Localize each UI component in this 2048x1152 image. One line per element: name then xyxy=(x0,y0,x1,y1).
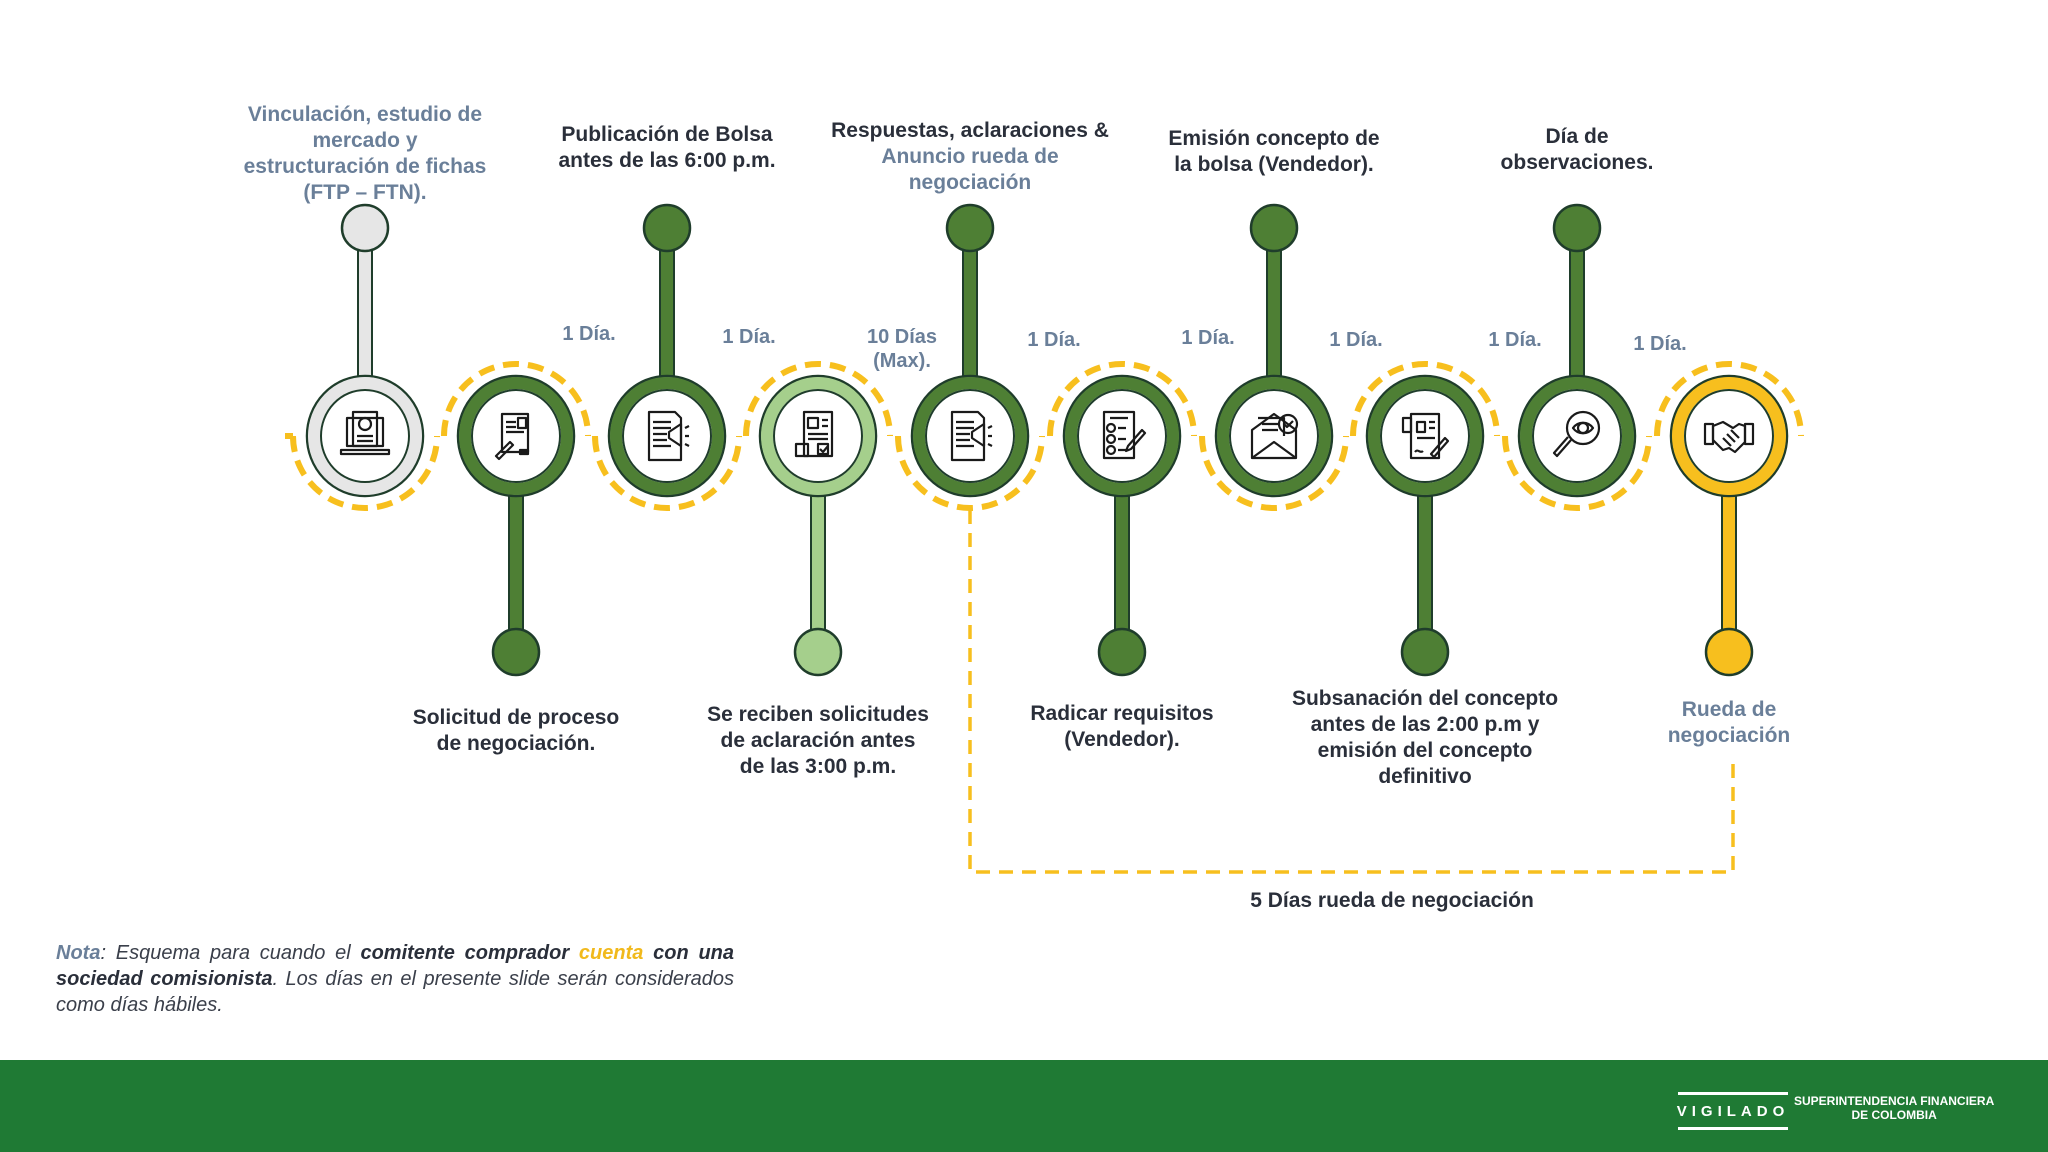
step-knob xyxy=(793,627,843,677)
handshake-icon xyxy=(1703,420,1755,454)
step-knob xyxy=(1097,627,1147,677)
step-label-3: Publicación de Bolsa antes de las 6:00 p.… xyxy=(558,122,775,174)
step-node-6 xyxy=(1062,374,1182,677)
contract-signing-icon xyxy=(1401,412,1450,460)
step-knob xyxy=(945,203,995,253)
bracket-label: 5 Días rueda de negociación xyxy=(1250,889,1534,912)
step-label-line: la bolsa (Vendedor). xyxy=(1174,153,1374,176)
step-label-line: de negociación. xyxy=(436,732,596,755)
step-label-line: de aclaración antes xyxy=(720,729,916,752)
regulator-line-1: SUPERINTENDENCIA FINANCIERA xyxy=(1794,1094,1995,1108)
step-label-7: Emisión concepto de la bolsa (Vendedor). xyxy=(1168,126,1379,178)
duration-label: 1 Día. xyxy=(1181,327,1235,349)
magnifier-eye-icon xyxy=(1552,410,1601,458)
step-node-4 xyxy=(758,374,878,677)
vigilado-badge: VIGILADO xyxy=(1677,1092,1788,1130)
note-bold-2: con una sociedad comisionista xyxy=(56,942,735,990)
step-knob xyxy=(491,627,541,677)
step-label-line: emisión del concepto xyxy=(1317,739,1533,762)
regulator-name: SUPERINTENDENCIA FINANCIERA DE COLOMBIA xyxy=(1794,1094,1994,1122)
step-label-line: negociación xyxy=(1667,724,1791,747)
note-bold: comitente comprador xyxy=(360,942,570,964)
step-label-line: de las 3:00 p.m. xyxy=(739,755,897,778)
step-label-line: mercado y xyxy=(312,129,418,152)
step-label-2: Solicitud de proceso de negociación. xyxy=(413,705,620,757)
step-node-5 xyxy=(910,203,1030,498)
step-label-10: Rueda de negociación xyxy=(1668,697,1791,749)
step-knob xyxy=(1704,627,1754,677)
regulator-line-2: DE COLOMBIA xyxy=(1851,1108,1937,1122)
envelope-check-icon xyxy=(1250,412,1299,460)
step-label-line: antes de las 6:00 p.m. xyxy=(558,149,776,172)
step-knob xyxy=(642,203,692,253)
negotiation-bracket xyxy=(968,510,1735,874)
duration-label: 10 Días(Max). xyxy=(866,326,938,372)
footnote: Nota: Esquema para cuando el comitente c… xyxy=(56,940,734,1018)
connector-arc xyxy=(743,361,893,437)
step-label-line: Se reciben solicitudes xyxy=(707,703,929,726)
duration-label: 1 Día. xyxy=(562,323,616,345)
step-node-9 xyxy=(1517,203,1637,498)
step-label-1: Vinculación, estudio de mercado y estructu… xyxy=(244,102,487,206)
step-label-line: Día de xyxy=(1545,125,1609,148)
duration-label: 1 Día. xyxy=(1027,329,1081,351)
connector-arc xyxy=(592,435,742,511)
checklist-pen-icon xyxy=(1102,410,1147,460)
step-knob xyxy=(1400,627,1450,677)
step-label-line: Anuncio rueda de xyxy=(881,145,1059,168)
step-label-line: Rueda de xyxy=(1681,698,1777,721)
duration-label: 1 Día. xyxy=(722,326,776,348)
step-node-7 xyxy=(1214,203,1334,498)
duration-label: 1 Día. xyxy=(1488,329,1542,351)
step-label-line: Publicación de Bolsa xyxy=(561,123,773,146)
step-knob xyxy=(1552,203,1602,253)
step-label-line: definitivo xyxy=(1378,765,1472,788)
note-text-2: . Los días en el presente slide serán co… xyxy=(56,968,734,1016)
step-node-8 xyxy=(1365,374,1485,677)
laptop-profile-icon xyxy=(339,410,391,456)
connector-arc xyxy=(1502,435,1652,511)
step-label-4: Se reciben solicitudes de aclaración ante… xyxy=(707,702,929,780)
step-node-1 xyxy=(305,203,425,498)
step-label-line: estructuración de fichas xyxy=(243,155,487,178)
step-label-line: Solicitud de proceso xyxy=(412,706,620,729)
step-node-3 xyxy=(607,203,727,498)
note-highlight: cuenta xyxy=(569,942,644,964)
duration-label: 1 Día. xyxy=(1329,329,1383,351)
step-knob xyxy=(1249,203,1299,253)
connector-arc xyxy=(895,435,1045,511)
step-label-line: negociación xyxy=(908,171,1032,194)
step-label-line: (Vendedor). xyxy=(1064,728,1180,751)
connector-arc xyxy=(1199,435,1349,511)
duration-label: 1 Día. xyxy=(1633,333,1687,355)
step-label-line: observaciones. xyxy=(1500,151,1654,174)
step-label-8: Subsanación del concepto antes de las 2:0… xyxy=(1292,686,1558,790)
step-label-line: Emisión concepto de xyxy=(1168,127,1380,150)
step-label-line: Respuestas, aclaraciones & xyxy=(831,119,1109,142)
step-knob xyxy=(340,203,390,253)
step-label-line: Radicar requisitos xyxy=(1030,702,1214,725)
connector-arc xyxy=(290,435,440,511)
step-label-line: Subsanación del concepto xyxy=(1291,687,1559,710)
connector-arc xyxy=(1047,361,1197,437)
note-prefix: Nota xyxy=(56,942,101,964)
step-label-line: (FTP – FTN). xyxy=(303,181,427,204)
note-text: : Esquema para cuando el xyxy=(100,942,361,964)
step-label-5: Respuestas, aclaraciones & Anuncio rueda … xyxy=(831,118,1109,196)
form-checkbox-hand-icon xyxy=(794,410,834,458)
document-megaphone-icon xyxy=(647,410,690,462)
step-node-2 xyxy=(456,374,576,677)
step-node-10 xyxy=(1669,374,1789,677)
connector-arc xyxy=(1350,361,1500,437)
connector-arc xyxy=(441,361,591,437)
resume-document-pen-icon xyxy=(494,412,530,461)
step-label-9: Día de observaciones. xyxy=(1501,124,1654,176)
step-label-6: Radicar requisitos (Vendedor). xyxy=(1030,701,1213,753)
step-label-line: antes de las 2:00 p.m y xyxy=(1310,713,1540,736)
document-megaphone-icon xyxy=(950,410,993,462)
step-label-line: Vinculación, estudio de xyxy=(247,103,483,126)
footer-bar xyxy=(0,1060,2048,1152)
connector-arc xyxy=(1654,361,1804,437)
